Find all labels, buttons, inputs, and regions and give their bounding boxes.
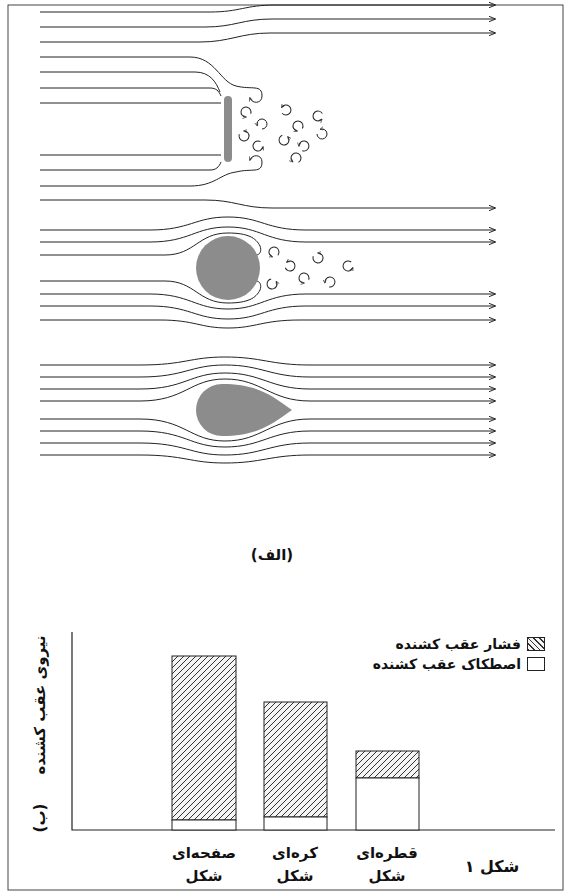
streamlines-plate <box>279 103 293 117</box>
drag-bars <box>356 778 419 830</box>
legend-text: اصطکاک عقب کشنده <box>373 656 521 672</box>
streamlines-plate <box>40 200 495 208</box>
legend-entry: اصطکاک عقب کشنده <box>360 656 545 672</box>
streamlines-sphere <box>40 217 495 230</box>
drag-bars <box>264 702 327 817</box>
streamlines-sphere <box>341 259 355 273</box>
streamlines-teardrop <box>40 373 495 389</box>
streamlines-sphere <box>284 260 297 273</box>
streamlines-plate <box>257 119 267 129</box>
streamlines-teardrop <box>40 357 495 463</box>
streamlines-plate <box>291 119 305 133</box>
drag-bars <box>172 820 236 830</box>
streamlines-plate <box>40 57 262 102</box>
figure-border <box>8 5 563 890</box>
panel-label: (ب) <box>31 804 49 833</box>
legend-swatch <box>527 657 545 671</box>
figure-caption: شکل ۱ <box>465 857 520 876</box>
streamlines-sphere <box>324 276 336 288</box>
streamlines-plate <box>40 19 495 27</box>
legend-entry: فشار عقب کشنده <box>360 636 545 652</box>
streamlines-sphere <box>267 245 281 259</box>
hatch-swatch <box>527 637 545 651</box>
streamlines-plate <box>298 140 311 153</box>
streamlines-plate <box>40 155 221 156</box>
streamlines-plate <box>311 109 325 123</box>
drag-bars <box>356 751 419 778</box>
category-label: صفحه‌ای شکل <box>172 842 236 887</box>
streamlines-sphere <box>40 320 495 328</box>
streamlines-sphere <box>40 217 495 328</box>
chart-axes <box>72 632 555 830</box>
streamlines-plate <box>40 72 220 92</box>
streamlines-plate <box>40 162 221 170</box>
streamlines-plate <box>289 151 303 165</box>
streamlines-plate <box>317 129 327 139</box>
streamlines-sphere <box>40 306 495 319</box>
streamlines-teardrop <box>40 455 495 463</box>
streamlines-plate <box>240 106 253 119</box>
streamlines-plate <box>40 5 495 208</box>
drag-bars <box>264 817 327 830</box>
category-label: کره‌ای شکل <box>272 842 318 887</box>
streamlines-plate <box>238 130 251 143</box>
axis-title: نیروی عقب کشنده <box>31 635 49 774</box>
category-label: قطره‌ای شکل <box>356 842 418 887</box>
streamlines-sphere <box>40 294 495 309</box>
streamlines-plate <box>40 5 495 12</box>
drag-bars <box>172 656 419 830</box>
streamlines-teardrop <box>40 357 495 365</box>
teardrop <box>196 384 292 436</box>
streamlines-teardrop <box>40 365 495 377</box>
sphere <box>196 236 260 300</box>
streamlines-teardrop <box>40 431 495 447</box>
drag-bars <box>172 656 236 820</box>
streamlines-plate <box>40 103 221 104</box>
legend-text: فشار عقب کشنده <box>396 636 521 652</box>
streamlines-sphere <box>40 227 495 242</box>
streamlines-plate <box>40 33 495 42</box>
chart-legend: فشار عقب کشنده اصطکاک عقب کشنده <box>360 636 545 676</box>
streamlines-plate <box>278 134 291 147</box>
streamlines-plate <box>251 139 265 153</box>
streamlines-sphere <box>298 272 311 285</box>
panel-label: (الف) <box>251 546 293 564</box>
streamlines-sphere <box>312 252 325 265</box>
streamlines-plate <box>40 88 221 96</box>
streamlines-teardrop <box>40 443 495 455</box>
streamlines-sphere <box>266 278 278 290</box>
flat-plate <box>224 96 232 162</box>
